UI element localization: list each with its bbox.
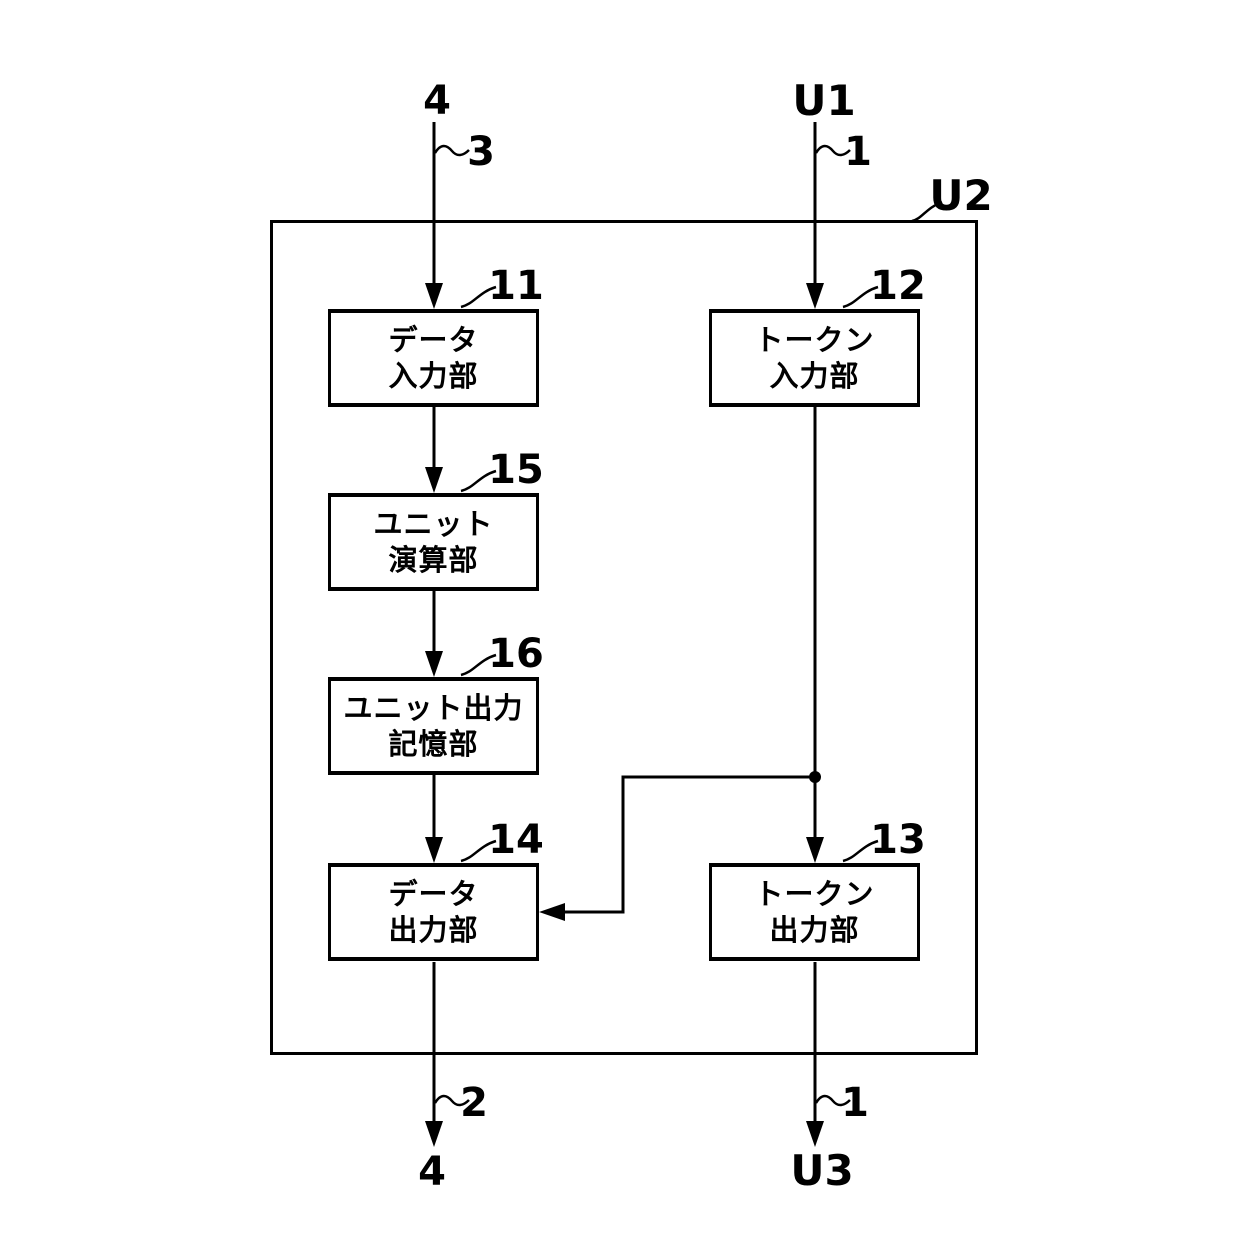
line-token-branch-to-box14 xyxy=(565,775,815,914)
ref-label-12: 12 xyxy=(870,263,926,309)
ref-label-15: 15 xyxy=(488,447,544,493)
block-token-output-line1: トークン xyxy=(754,877,875,911)
block-unit-output-memory-line2: 記憶部 xyxy=(388,727,479,761)
tilde-ref-1-bottom xyxy=(814,1094,851,1107)
unit-u2-boundary xyxy=(270,220,978,1055)
leader-ref-14 xyxy=(460,839,497,863)
arrowhead-into-box13 xyxy=(806,837,824,863)
ref-label-3: 3 xyxy=(467,129,495,175)
arrowhead-data-out xyxy=(425,1121,443,1147)
block-unit-calc: ユニット 演算部 xyxy=(328,493,539,591)
block-unit-output-memory-line1: ユニット出力 xyxy=(343,691,524,725)
block-token-input: トークン 入力部 xyxy=(709,309,920,407)
block-data-input: データ 入力部 xyxy=(328,309,539,407)
block-data-output-line2: 出力部 xyxy=(388,913,479,947)
ref-label-13: 13 xyxy=(870,817,926,863)
arrowhead-into-box12 xyxy=(806,283,824,309)
ref-label-u2: U2 xyxy=(929,171,993,220)
arrowhead-into-box15 xyxy=(425,467,443,493)
leader-ref-16 xyxy=(460,653,497,677)
ref-label-1-bottom: 1 xyxy=(841,1080,869,1126)
ref-label-14: 14 xyxy=(488,817,544,863)
block-token-input-line2: 入力部 xyxy=(769,359,860,393)
ref-label-1-top: 1 xyxy=(844,129,872,175)
block-data-output-line1: データ xyxy=(388,877,479,911)
leader-ref-12 xyxy=(842,285,879,309)
ref-label-16: 16 xyxy=(488,631,544,677)
label-dest-4-bottom: 4 xyxy=(418,1149,446,1195)
label-source-4-top: 4 xyxy=(423,78,451,124)
block-data-input-line1: データ xyxy=(388,323,479,357)
leader-ref-15 xyxy=(460,469,497,493)
tilde-ref-3 xyxy=(433,144,470,157)
arrowhead-into-box14 xyxy=(425,837,443,863)
block-unit-calc-line2: 演算部 xyxy=(388,543,479,577)
ref-label-2: 2 xyxy=(460,1080,488,1126)
ref-label-11: 11 xyxy=(488,263,544,309)
block-token-input-line1: トークン xyxy=(754,323,875,357)
arrowhead-branch-into-box14 xyxy=(539,903,565,921)
block-token-output-line2: 出力部 xyxy=(769,913,860,947)
block-unit-calc-line1: ユニット xyxy=(373,507,494,541)
label-dest-u3: U3 xyxy=(790,1146,854,1195)
block-token-output: トークン 出力部 xyxy=(709,863,920,961)
block-data-output: データ 出力部 xyxy=(328,863,539,961)
arrowhead-into-box16 xyxy=(425,651,443,677)
leader-ref-11 xyxy=(460,285,497,309)
arrowhead-into-box11 xyxy=(425,283,443,309)
tilde-ref-2 xyxy=(433,1094,470,1107)
label-source-u1: U1 xyxy=(792,76,856,125)
leader-ref-13 xyxy=(842,839,879,863)
tilde-ref-1-top xyxy=(814,144,851,157)
block-data-input-line2: 入力部 xyxy=(388,359,479,393)
block-unit-output-memory: ユニット出力 記憶部 xyxy=(328,677,539,775)
arrowhead-token-out xyxy=(806,1121,824,1147)
